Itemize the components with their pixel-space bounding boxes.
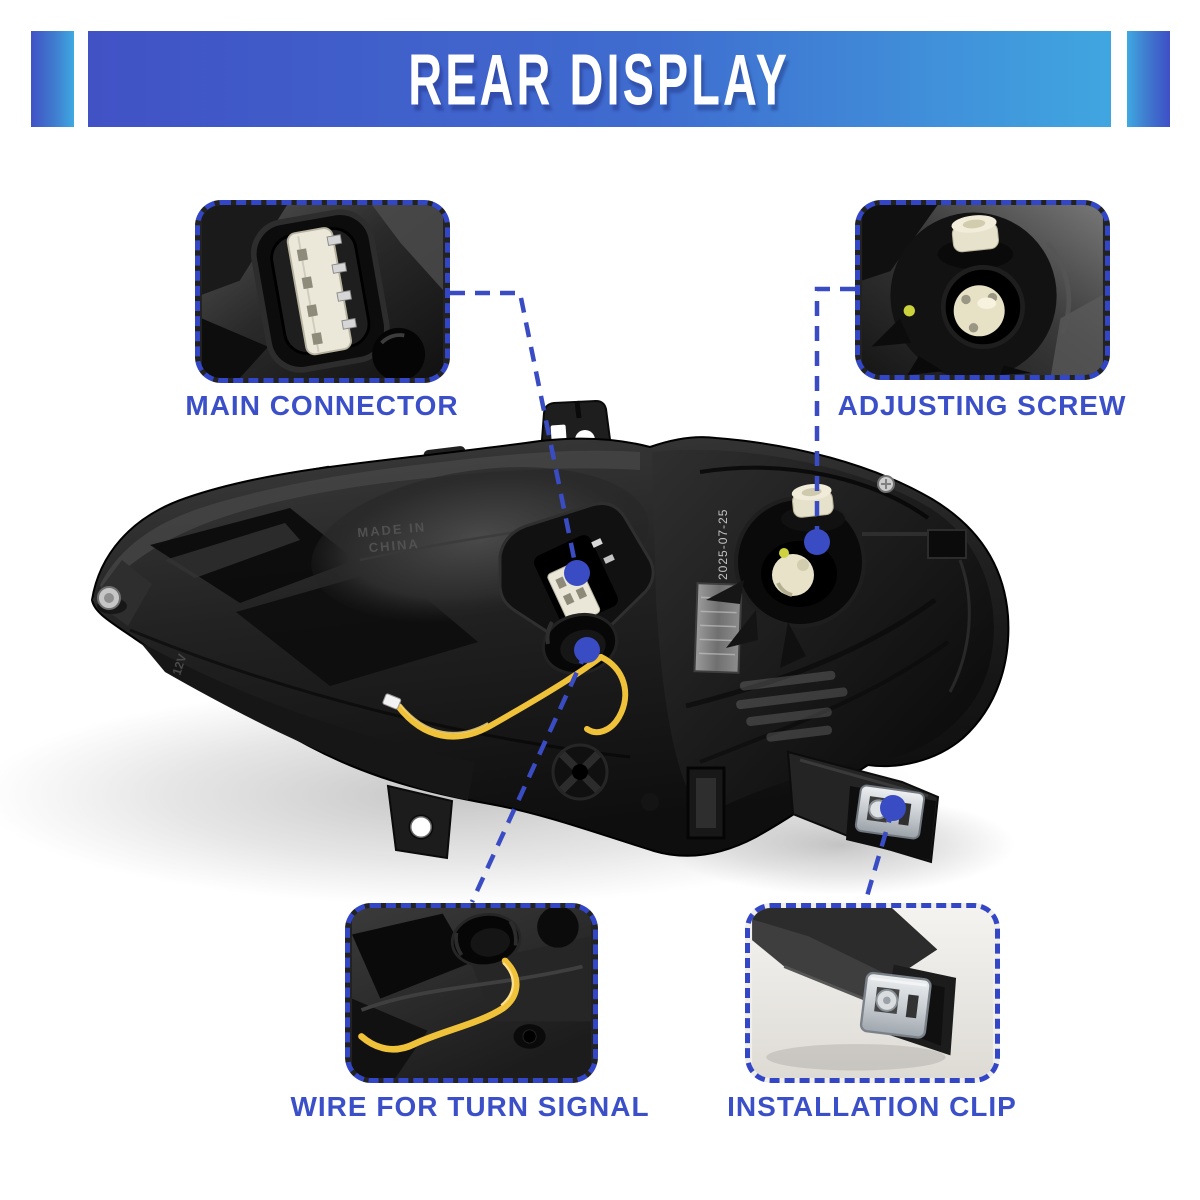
- callout-dot-installation-clip: [880, 795, 906, 821]
- leader-wire-turn-signal: [469, 649, 590, 903]
- svg-text:CHINA: CHINA: [368, 536, 420, 555]
- made-in-text: MADE IN CHINA: [357, 519, 427, 555]
- housing-screw: [877, 475, 895, 493]
- callout-dot-main-connector: [564, 560, 590, 586]
- bulb-socket: [450, 913, 522, 968]
- label-adjusting-screw: ADJUSTING SCREW: [837, 390, 1127, 421]
- banner-stripe-right: [1127, 31, 1170, 127]
- date-code-text: 2025-07-25: [716, 509, 730, 580]
- adjusting-screw-assembly: [706, 483, 866, 668]
- svg-text:MADE IN: MADE IN: [357, 519, 427, 540]
- inset-main-connector: [195, 200, 450, 383]
- inset-adjusting-screw: [855, 200, 1110, 380]
- leader-installation-clip: [862, 807, 896, 904]
- callout-dot-wire-turn-signal: [574, 637, 600, 663]
- label-installation-clip: INSTALLATION CLIP: [727, 1091, 1017, 1122]
- adjusting-screw-head: [951, 215, 999, 253]
- leader-main-connector: [450, 290, 580, 574]
- installation-clip-bracket: [786, 750, 940, 864]
- turn-signal-wire: [382, 654, 629, 740]
- bottom-boss: [551, 743, 726, 840]
- bottom-mounting-tab: [386, 784, 454, 860]
- callout-dot-adjusting-screw: [804, 529, 830, 555]
- leader-lines: [450, 286, 896, 904]
- connector-shell: [250, 209, 390, 373]
- banner-title: REAR DISPLAY: [408, 37, 791, 121]
- inset-installation-clip: [745, 903, 1000, 1083]
- yellow-wire: [358, 957, 520, 1053]
- inset-wire-turn-signal: [345, 903, 598, 1083]
- voltage-text: 12V: [170, 652, 190, 677]
- molded-text-blur: [736, 670, 848, 742]
- label-main-connector: MAIN CONNECTOR: [185, 390, 459, 421]
- leader-adjusting-screw: [814, 286, 855, 542]
- tip-bolt: [92, 560, 152, 626]
- callout-dots: [564, 529, 906, 821]
- label-wire-turn-signal: WIRE FOR TURN SIGNAL: [290, 1091, 650, 1122]
- molded-label-plate: [693, 582, 743, 674]
- metal-clip: [859, 971, 932, 1039]
- banner-stripe-left: [31, 31, 74, 127]
- banner: REAR DISPLAY: [88, 31, 1111, 127]
